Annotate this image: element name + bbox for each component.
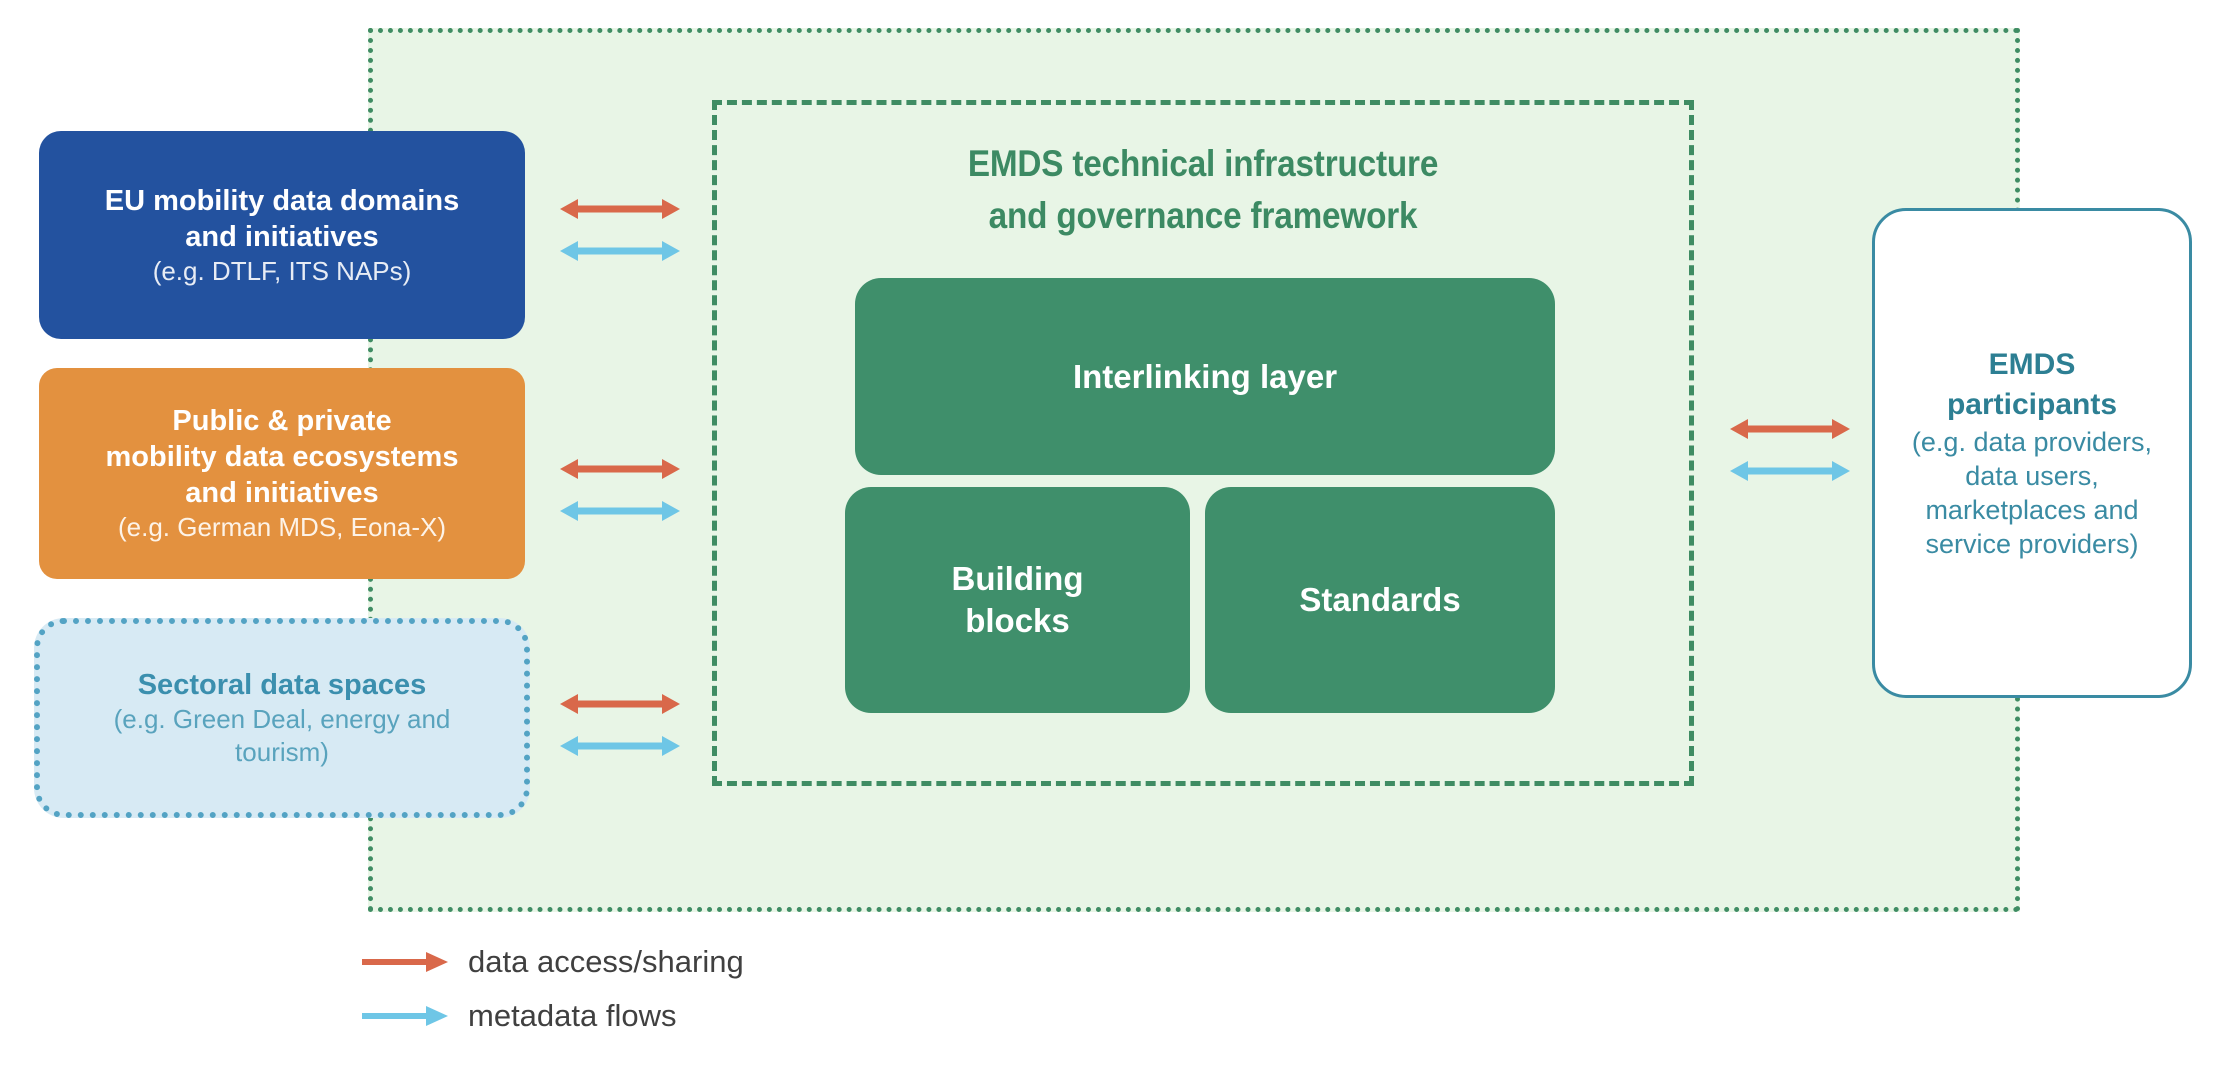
double-arrow-icons [560, 694, 680, 756]
box-building-blocks-label-line1: Building [951, 560, 1084, 597]
box-emds-participants-subtitle-line3: marketplaces and [1925, 495, 2139, 525]
legend-item-data-access: data access/sharing [360, 935, 1060, 989]
box-eu-mobility-title-line2: and initiatives [185, 220, 379, 253]
box-building-blocks-label-line2: blocks [965, 602, 1070, 639]
box-emds-participants-title-line1: EMDS [1988, 348, 2076, 381]
emds-framework-title-line1: EMDS technical infrastructure [967, 143, 1439, 184]
box-standards-label: Standards [1299, 581, 1461, 618]
box-eu-mobility-title-line1: EU mobility data domains [104, 184, 460, 217]
box-emds-participants-title-line2: participants [1946, 388, 2118, 421]
box-emds-participants-subtitle-line1: (e.g. data providers, [1911, 427, 2153, 457]
legend: data access/sharing metadata flows [360, 935, 1060, 1043]
arrow-metadata-flows-icon [1730, 461, 1850, 481]
box-public-private-mobility-ecosystems: Public & private mobility data ecosystem… [39, 368, 525, 579]
double-arrow-icons [560, 199, 680, 261]
arrow-right-icon [362, 1006, 448, 1026]
box-emds-participants-subtitle-line4: service providers) [1925, 529, 2139, 559]
box-eu-mobility-subtitle: (e.g. DTLF, ITS NAPs) [152, 255, 412, 286]
emds-framework-title-line2: and governance framework [988, 195, 1418, 236]
box-public-private-title-line1: Public & private [172, 405, 392, 437]
double-arrow-icons [1730, 419, 1850, 481]
arrow-data-access-icon [560, 199, 680, 219]
box-sectoral-subtitle-line2: tourism) [235, 737, 329, 767]
arrow-metadata-flows-icon [560, 501, 680, 521]
double-arrow-icons [560, 459, 680, 521]
arrow-pair-eu-mobility [560, 195, 680, 275]
box-interlinking-layer-label: Interlinking layer [1072, 357, 1338, 395]
arrow-data-access-icon [1730, 419, 1850, 439]
arrow-metadata-flows-icon [560, 736, 680, 756]
arrow-data-access-icon [560, 694, 680, 714]
box-building-blocks: Building blocks [845, 487, 1190, 713]
box-sectoral-subtitle-line1: (e.g. Green Deal, energy and [113, 704, 451, 734]
box-emds-participants: EMDS participants (e.g. data providers, … [1872, 208, 2192, 698]
box-public-private-title-line2: mobility data ecosystems [105, 441, 459, 473]
box-sectoral-title: Sectoral data spaces [137, 669, 427, 701]
box-interlinking-layer: Interlinking layer [855, 278, 1555, 475]
box-emds-participants-subtitle-line2: data users, [1965, 461, 2099, 491]
emds-framework-title: EMDS technical infrastructure and govern… [777, 138, 1628, 242]
arrow-pair-public-private [560, 455, 680, 535]
box-standards: Standards [1205, 487, 1555, 713]
arrow-pair-participants [1730, 415, 1850, 495]
legend-label-data-access: data access/sharing [468, 944, 744, 979]
legend-label-metadata-flows: metadata flows [468, 998, 677, 1033]
box-sectoral-data-spaces: Sectoral data spaces (e.g. Green Deal, e… [34, 618, 530, 818]
arrow-pair-sectoral [560, 690, 680, 770]
emds-framework-dashed-box [712, 100, 1694, 786]
legend-item-metadata-flows: metadata flows [360, 989, 1060, 1043]
box-eu-mobility-data-domains: EU mobility data domains and initiatives… [39, 131, 525, 339]
arrow-data-access-icon [560, 459, 680, 479]
box-public-private-title-line3: and initiatives [185, 477, 379, 509]
arrow-metadata-flows-icon [560, 241, 680, 261]
box-public-private-subtitle: (e.g. German MDS, Eona-X) [118, 512, 446, 542]
arrow-right-icon [362, 952, 448, 972]
